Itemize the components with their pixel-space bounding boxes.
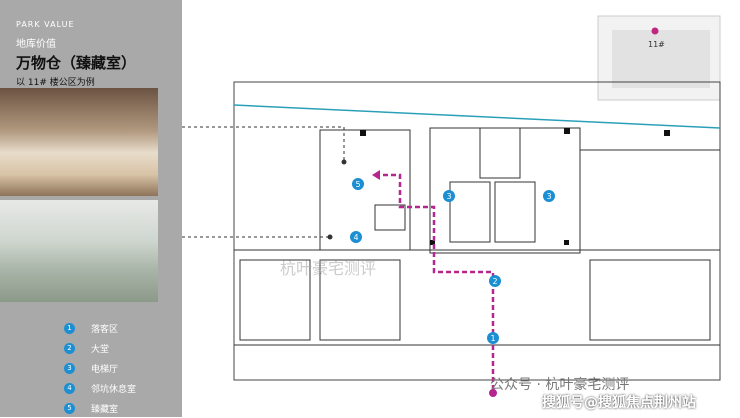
watermark-sohu: 搜狐号@搜狐焦点荆州站 — [542, 395, 696, 411]
legend-label: 落客区 — [91, 324, 119, 335]
lounge-photo — [0, 200, 158, 302]
marker: 3 — [543, 190, 555, 202]
watermark-center: 杭叶豪宅测评 — [280, 259, 377, 278]
floor-plan: 11# 1 2 3 — [182, 15, 721, 397]
marker: 2 — [489, 275, 501, 287]
svg-text:3: 3 — [446, 192, 451, 201]
marker: 4 — [350, 231, 362, 243]
marker: 3 — [443, 190, 455, 202]
marker: 5 — [352, 178, 364, 190]
key-map-label: 11# — [648, 40, 665, 49]
legend-item: 3 电梯厅 — [64, 358, 136, 378]
leader-dot — [327, 234, 333, 240]
legend-item: 2 大堂 — [64, 338, 136, 358]
legend-badge: 1 — [64, 322, 75, 334]
watermark-wechat: 公众号 · 杭叶豪宅测评 — [490, 377, 630, 393]
building-outline — [233, 81, 721, 381]
legend-badge: 2 — [64, 342, 75, 354]
legend-label: 电梯厅 — [91, 364, 119, 375]
key-map-site — [612, 30, 710, 88]
eyebrow-text: PARK VALUE — [16, 20, 75, 29]
svg-text:1: 1 — [490, 334, 495, 343]
caption-text: 以 11# 楼公区为例 — [16, 78, 95, 88]
legend-item: 5 臻藏室 — [64, 398, 136, 418]
leader-dot — [341, 159, 347, 165]
page-title: 万物仓（臻藏室） — [16, 54, 137, 72]
route-start — [489, 389, 497, 397]
legend: 1 落客区 2 大堂 3 电梯厅 4 邻坑休息室 5 臻藏室 — [64, 318, 136, 418]
svg-text:4: 4 — [353, 233, 358, 242]
walls — [234, 127, 720, 346]
legend-item: 1 落客区 — [64, 318, 136, 338]
legend-label: 臻藏室 — [91, 404, 119, 415]
leader-line — [182, 126, 345, 162]
legend-badge: 4 — [64, 382, 75, 394]
legend-item: 4 邻坑休息室 — [64, 378, 136, 398]
svg-text:2: 2 — [492, 277, 497, 286]
legend-badge: 3 — [64, 362, 75, 374]
route-arrow — [372, 170, 380, 180]
subtitle-text: 地库价值 — [16, 39, 56, 50]
columns — [360, 128, 670, 245]
property-line — [233, 104, 721, 129]
key-map-pin — [651, 27, 659, 35]
sidebar-panel: PARK VALUE 地库价值 万物仓（臻藏室） 以 11# 楼公区为例 1 落… — [0, 0, 182, 417]
svg-text:3: 3 — [546, 192, 551, 201]
route-path — [378, 173, 495, 390]
svg-text:5: 5 — [355, 180, 360, 189]
storage-room-photo — [0, 88, 158, 196]
legend-badge: 5 — [64, 402, 75, 414]
marker: 1 — [487, 332, 499, 344]
legend-label: 大堂 — [91, 344, 110, 355]
legend-label: 邻坑休息室 — [91, 384, 137, 395]
